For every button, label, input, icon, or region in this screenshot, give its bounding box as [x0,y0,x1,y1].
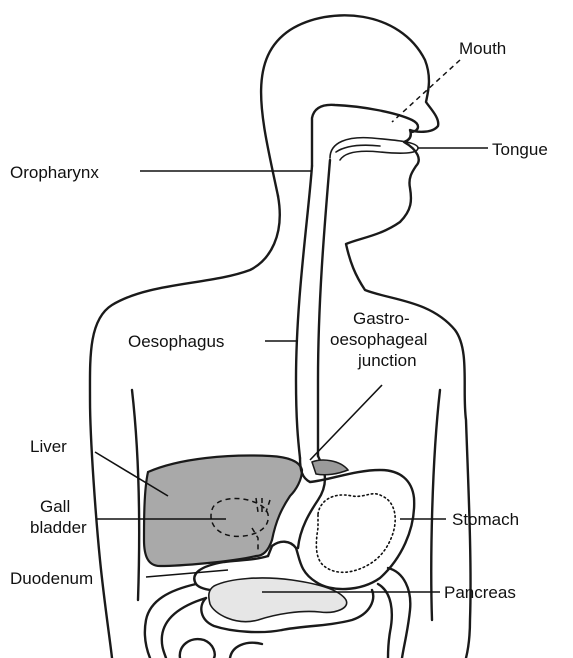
large-intestine-right-inner [378,584,392,658]
pancreas-shape [209,578,347,622]
stomach-rugae [316,494,395,573]
right-arm-line [431,390,440,620]
oesophagus-right-wall [318,160,330,456]
label-gastro-line1: Gastro- [353,309,410,328]
large-intestine-left [145,584,196,658]
label-oropharynx: Oropharynx [10,163,99,182]
label-tongue: Tongue [492,140,548,159]
label-gall-line1: Gall [40,497,70,516]
large-intestine-left-inner [162,598,206,658]
oral-cavity [312,105,418,166]
gastro-junction-leader [310,385,382,460]
liver-shape [144,456,302,566]
label-gastro-line3: junction [357,351,417,370]
label-pancreas: Pancreas [444,583,516,602]
label-stomach: Stomach [452,510,519,529]
junction-shading [312,460,348,475]
label-mouth: Mouth [459,39,506,58]
left-arm-line [132,390,139,600]
label-duodenum: Duodenum [10,569,93,588]
mouth-leader [392,60,460,122]
oesophagus-left-wall [296,166,312,458]
label-liver: Liver [30,437,67,456]
label-gall-line2: bladder [30,518,87,537]
label-gastro-line2: oesophageal [330,330,427,349]
duodenum-leader [146,570,228,577]
label-oesophagus: Oesophagus [128,332,224,351]
